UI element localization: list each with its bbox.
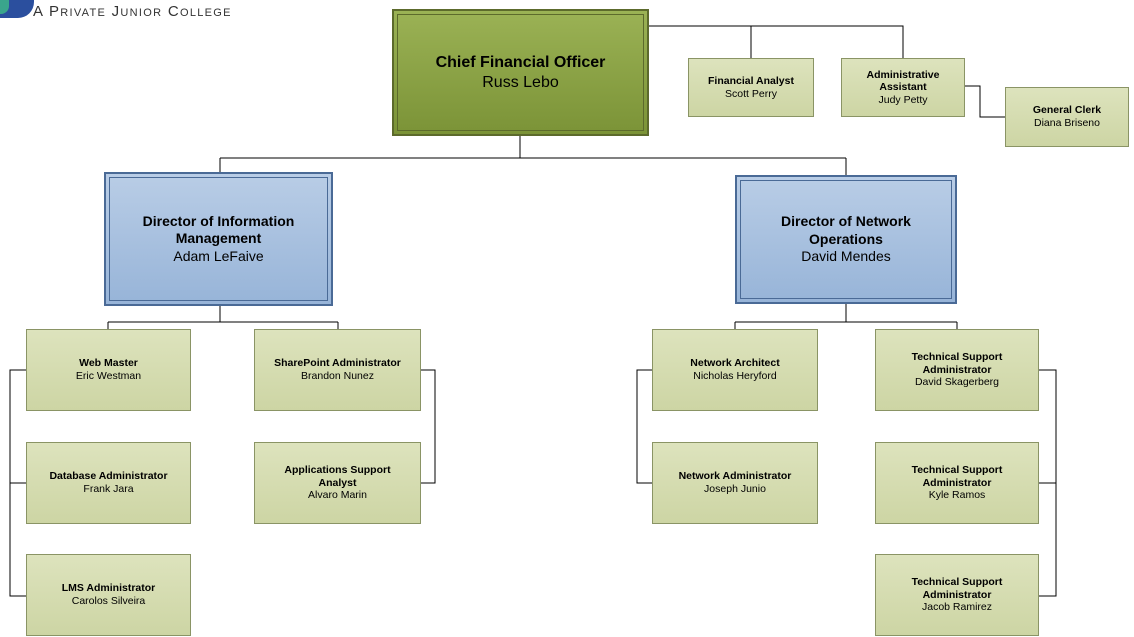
tech-support-3-box: Technical Support Administrator Jacob Ra… xyxy=(875,554,1039,636)
network-admin-title: Network Administrator xyxy=(678,470,792,483)
sharepoint-admin-box: SharePoint Administrator Brandon Nunez xyxy=(254,329,421,411)
tech-support-2-title: Technical Support Administrator xyxy=(911,464,1003,489)
applications-analyst-title: Applications Support Analyst xyxy=(284,464,391,489)
web-master-box: Web Master Eric Westman xyxy=(26,329,191,411)
tech-support-1-title: Technical Support Administrator xyxy=(911,351,1003,376)
sharepoint-admin-title: SharePoint Administrator xyxy=(274,357,401,370)
connector-sharepoint-bracket xyxy=(421,369,436,484)
admin-assistant-title: Administrative Assistant xyxy=(866,68,940,94)
financial-analyst-title: Financial Analyst xyxy=(708,74,794,87)
college-logo-mark xyxy=(0,0,34,18)
admin-assistant-box: Administrative Assistant Judy Petty xyxy=(841,58,965,117)
database-admin-title: Database Administrator xyxy=(49,470,168,483)
network-architect-box: Network Architect Nicholas Heryford xyxy=(652,329,818,411)
financial-analyst-box: Financial Analyst Scott Perry xyxy=(688,58,814,117)
cfo-name: Russ Lebo xyxy=(482,73,559,91)
database-admin-box: Database Administrator Frank Jara xyxy=(26,442,191,524)
tech-support-1-box: Technical Support Administrator David Sk… xyxy=(875,329,1039,411)
director-information-name: Adam LeFaive xyxy=(173,247,264,264)
cfo-box: Chief Financial Officer Russ Lebo xyxy=(392,9,649,136)
tech-support-1-name: David Skagerberg xyxy=(914,376,1000,389)
connector-general-clerk xyxy=(965,85,1005,118)
connector-cfo-staff xyxy=(649,25,904,58)
web-master-title: Web Master xyxy=(79,357,138,370)
director-information-box: Director of Information Management Adam … xyxy=(104,172,333,306)
director-information-title: Director of Information Management xyxy=(142,212,295,247)
lms-admin-name: Carolos Silveira xyxy=(71,595,146,607)
admin-assistant-name: Judy Petty xyxy=(878,93,928,106)
sharepoint-admin-name: Brandon Nunez xyxy=(301,370,374,382)
applications-analyst-name: Alvaro Marin xyxy=(308,489,367,502)
general-clerk-name: Diana Briseno xyxy=(1034,117,1100,129)
applications-analyst-box: Applications Support Analyst Alvaro Mari… xyxy=(254,442,421,524)
tech-support-3-title: Technical Support Administrator xyxy=(911,576,1003,601)
tech-support-3-name: Jacob Ramirez xyxy=(921,601,993,614)
cfo-title: Chief Financial Officer xyxy=(435,53,606,71)
network-admin-name: Joseph Junio xyxy=(704,483,766,495)
general-clerk-title: General Clerk xyxy=(1032,104,1102,117)
lms-admin-title: LMS Administrator xyxy=(61,582,156,595)
logo-tagline: A Private Junior College xyxy=(33,3,232,20)
lms-admin-box: LMS Administrator Carolos Silveira xyxy=(26,554,191,636)
database-admin-name: Frank Jara xyxy=(83,483,134,495)
general-clerk-box: General Clerk Diana Briseno xyxy=(1005,87,1129,147)
director-network-title: Director of Network Operations xyxy=(781,213,911,247)
director-network-name: David Mendes xyxy=(801,248,891,265)
connector-net-architect-bracket xyxy=(636,369,652,484)
tech-support-2-name: Kyle Ramos xyxy=(928,489,986,502)
tech-support-2-box: Technical Support Administrator Kyle Ram… xyxy=(875,442,1039,524)
financial-analyst-name: Scott Perry xyxy=(725,87,777,100)
network-architect-name: Nicholas Heryford xyxy=(693,370,777,382)
network-admin-box: Network Administrator Joseph Junio xyxy=(652,442,818,524)
director-network-box: Director of Network Operations David Men… xyxy=(735,175,957,304)
network-architect-title: Network Architect xyxy=(690,357,780,370)
web-master-name: Eric Westman xyxy=(75,370,142,382)
